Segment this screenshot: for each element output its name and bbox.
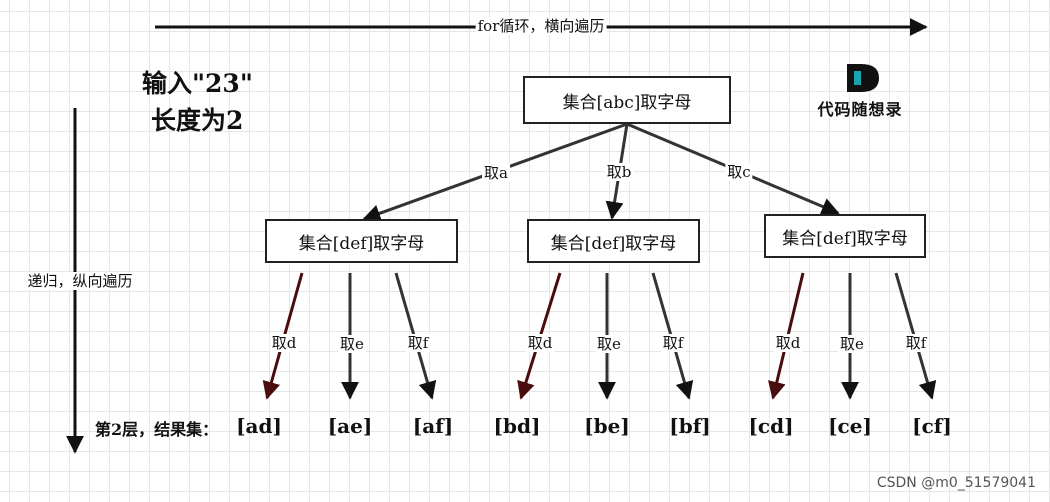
level-label: 第2层，结果集：: [95, 420, 219, 439]
vertical-axis-label: 递归，纵向遍历: [25, 272, 135, 290]
edge-label-b-f: 取f: [660, 334, 686, 352]
result-af: [af]: [412, 414, 454, 438]
result-be: [be]: [584, 414, 630, 438]
watermark: CSDN @m0_51579041: [876, 475, 1036, 491]
result-ad: [ad]: [236, 414, 282, 438]
result-ce: [ce]: [828, 414, 872, 438]
brand-logo: 代码随想录: [817, 62, 920, 122]
edge-label-c-e: 取e: [838, 335, 866, 353]
child-set-box-b: 集合[def]取字母: [527, 219, 700, 263]
root-set-box: 集合[abc]取字母: [523, 76, 731, 124]
horizontal-axis-label: for循环，横向遍历: [475, 17, 607, 35]
edge-label-c-d: 取d: [773, 334, 803, 352]
edge-label-b-e: 取e: [595, 335, 623, 353]
input-heading-line1: 输入"23": [142, 69, 253, 98]
edge-label-take-a: 取a: [482, 164, 510, 182]
logo-d-icon: [847, 64, 879, 92]
edge-label-a-f: 取f: [405, 334, 431, 352]
edge-label-take-b: 取b: [604, 163, 634, 181]
edge-label-a-d: 取d: [269, 334, 299, 352]
result-bf: [bf]: [669, 414, 711, 438]
result-bd: [bd]: [493, 414, 541, 438]
child-set-box-a: 集合[def]取字母: [265, 219, 458, 263]
edge-label-take-c: 取c: [725, 163, 753, 181]
child-set-box-c: 集合[def]取字母: [764, 214, 926, 258]
result-cf: [cf]: [912, 414, 952, 438]
result-ae: [ae]: [327, 414, 373, 438]
logo-text: 代码随想录: [817, 100, 903, 119]
result-cd: [cd]: [748, 414, 794, 438]
edge-label-a-e: 取e: [338, 335, 366, 353]
edge-label-b-d: 取d: [525, 334, 555, 352]
input-heading-line2: 长度为2: [151, 106, 244, 135]
edge-label-c-f: 取f: [903, 334, 929, 352]
